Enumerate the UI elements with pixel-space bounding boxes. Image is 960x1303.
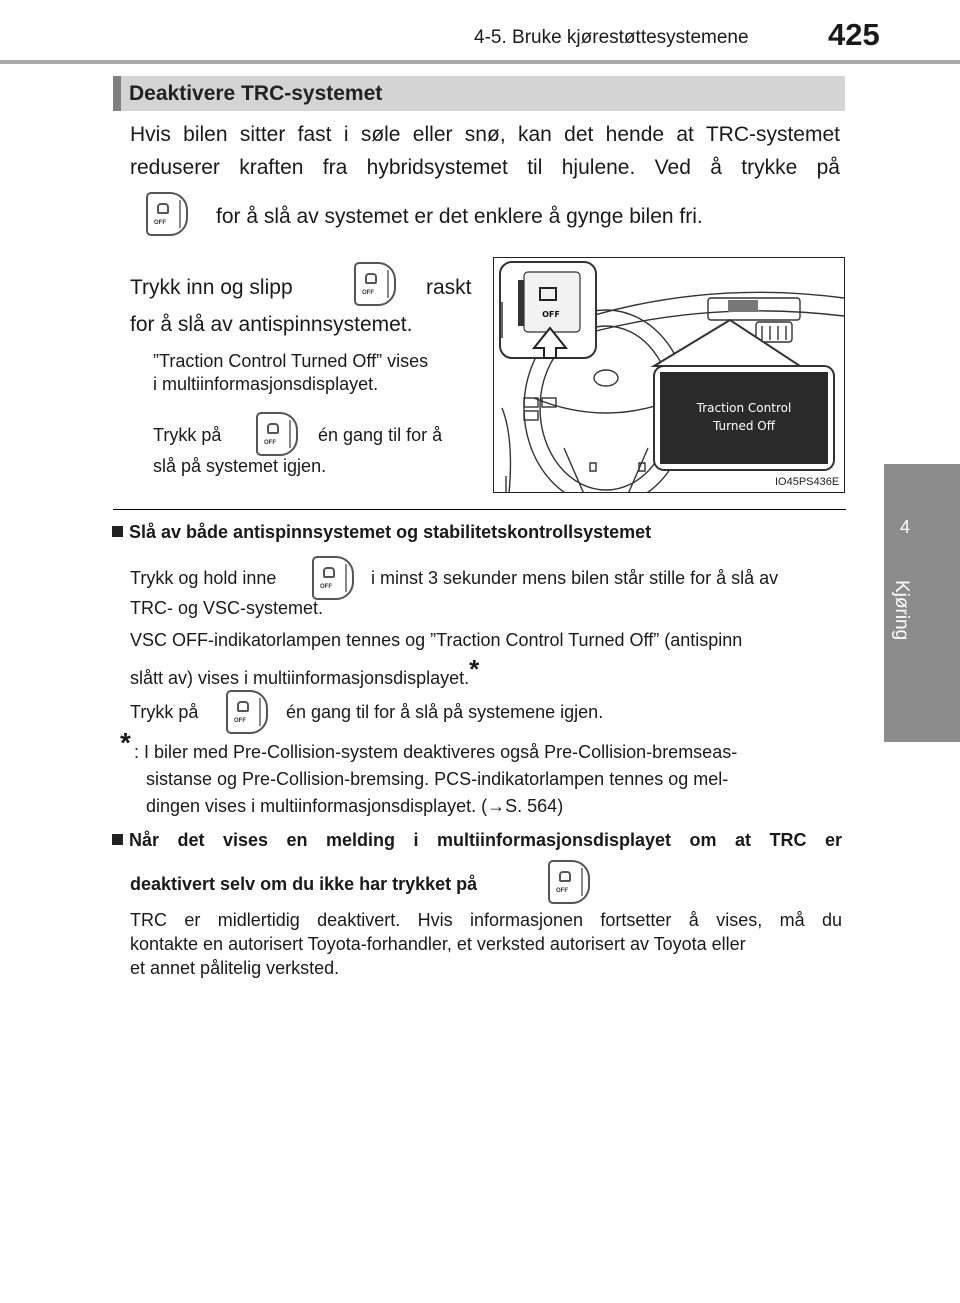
button-off-label: OFF (264, 440, 276, 446)
car-skid-icon (267, 423, 279, 434)
trc-off-button-icon: OFF (226, 690, 268, 734)
again-part2: én gang til for å (318, 425, 443, 445)
both-again-part1: Trykk på (130, 702, 199, 722)
indicator-line2: slått av) vises i multiinformasjonsdispl… (130, 654, 479, 689)
trc-off-button-icon: OFF (548, 860, 590, 904)
footnote-mark: * (120, 727, 131, 758)
car-skid-icon (157, 203, 169, 214)
trc-off-button-icon: OFF (354, 262, 396, 306)
intro-line-2: reduserer kraften fra hybridsystemet til… (130, 156, 840, 179)
footnote-line3: dingen vises i multiinformasjonsdisplaye… (146, 796, 564, 816)
button-off-label: OFF (154, 220, 166, 226)
press-release-line2: for å slå av antispinnsystemet. (130, 313, 413, 336)
note-line1: ”Traction Control Turned Off” vises (153, 351, 429, 371)
dashboard-illustration: Traction Control Turned Off OFF (493, 257, 845, 493)
figure-off-label: OFF (542, 310, 560, 319)
indicator-line1: VSC OFF-indikatorlampen tennes og ”Tract… (130, 630, 743, 650)
button-off-label: OFF (234, 718, 246, 724)
dashboard-drawing: Traction Control Turned Off OFF (499, 261, 844, 492)
intro-line-1: Hvis bilen sitter fast i søle eller snø,… (130, 123, 840, 146)
car-skid-icon (323, 567, 335, 578)
hold-part2: i minst 3 sekunder mens bilen står still… (371, 568, 779, 588)
message-body-line1: TRC er midlertidig deaktivert. Hvis info… (130, 910, 842, 930)
message-body-line3: et annet pålitelig verksted. (130, 958, 340, 978)
button-off-label: OFF (320, 584, 332, 590)
square-bullet-icon (112, 526, 123, 537)
message-heading-line1: Når det vises en melding i multiinformas… (112, 830, 842, 851)
message-heading-line2: deaktivert selv om du ikke har trykket p… (130, 874, 478, 894)
section-divider (113, 509, 846, 510)
hold-part1: Trykk og hold inne (130, 568, 277, 588)
footnote-line1: : I biler med Pre-Collision-system deakt… (134, 742, 738, 762)
button-off-label: OFF (556, 888, 568, 894)
section-heading-bar (113, 76, 845, 111)
chapter-number: 4 (899, 517, 910, 537)
both-systems-heading-text: Slå av både antispinnsystemet og stabili… (129, 522, 652, 542)
car-skid-icon (237, 701, 249, 712)
chapter-side-tab (884, 464, 960, 742)
indicator-line2-text: slått av) vises i multiinformasjonsdispl… (130, 668, 470, 688)
display-message-line1: Traction Control (696, 401, 792, 415)
both-again-part2: én gang til for å slå på systemene igjen… (286, 702, 604, 722)
image-code: IO45PS436E (773, 476, 842, 488)
hold-line2: TRC- og VSC-systemet. (130, 598, 324, 618)
intro-line-3: for å slå av systemet er det enklere å g… (216, 205, 703, 228)
header-section-title: 4-5. Bruke kjørestøttesystemene (474, 27, 749, 48)
chapter-label: Kjøring (891, 580, 912, 641)
square-bullet-icon (112, 834, 123, 845)
again-part1: Trykk på (153, 425, 222, 445)
press-release-part2: raskt (426, 276, 472, 299)
page-number: 425 (828, 17, 880, 52)
car-skid-icon (365, 273, 377, 284)
trc-off-button-icon: OFF (146, 192, 188, 236)
trc-off-button-icon: OFF (312, 556, 354, 600)
trc-off-button-icon: OFF (256, 412, 298, 456)
display-message-line2: Turned Off (712, 419, 776, 433)
asterisk-mark: * (469, 654, 480, 684)
note-line2: i multiinformasjonsdisplayet. (153, 374, 379, 394)
section-heading: Deaktivere TRC-systemet (129, 82, 383, 105)
button-off-label: OFF (362, 290, 374, 296)
both-systems-heading: Slå av både antispinnsystemet og stabili… (112, 522, 651, 543)
header-rule (0, 60, 960, 64)
footnote-line2: sistanse og Pre-Collision-bremsing. PCS-… (146, 769, 729, 789)
message-heading-line1-text: Når det vises en melding i multiinformas… (129, 830, 842, 850)
message-body-line2: kontakte en autorisert Toyota-forhandler… (130, 934, 746, 954)
car-skid-icon (559, 871, 571, 882)
press-release-part1: Trykk inn og slipp (130, 276, 293, 299)
again-line2: slå på systemet igjen. (153, 456, 327, 476)
